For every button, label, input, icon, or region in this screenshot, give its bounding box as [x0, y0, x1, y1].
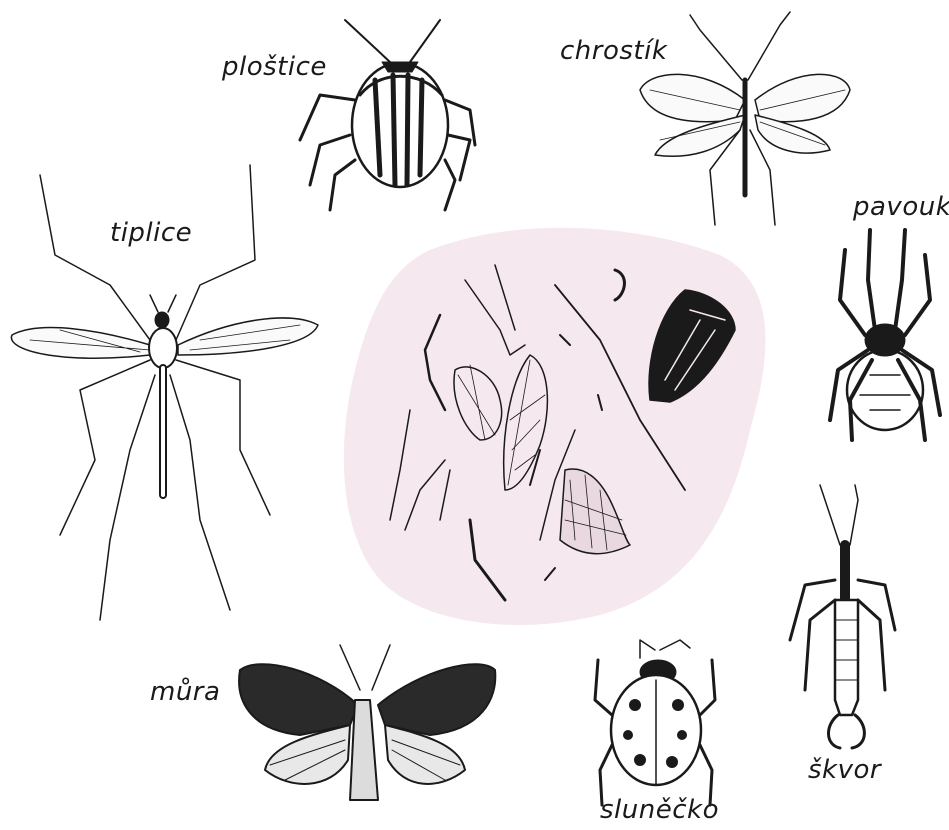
spider-icon: [830, 230, 940, 440]
ladybird-icon: [595, 640, 715, 805]
caddisfly-icon: [640, 12, 850, 225]
label-tiplice: tiplice: [110, 218, 192, 248]
label-chrostik: chrostík: [560, 36, 667, 66]
label-plostice: ploštice: [222, 52, 327, 82]
moth-icon: [239, 645, 495, 800]
insect-fragments-icon: [344, 228, 766, 625]
label-mura: můra: [150, 677, 220, 707]
earwig-icon: [790, 485, 895, 748]
label-slunecko: sluněčko: [600, 795, 719, 825]
label-skvor: škvor: [808, 755, 881, 785]
true-bug-icon: [300, 20, 475, 210]
label-pavouk: pavouk: [853, 192, 949, 222]
